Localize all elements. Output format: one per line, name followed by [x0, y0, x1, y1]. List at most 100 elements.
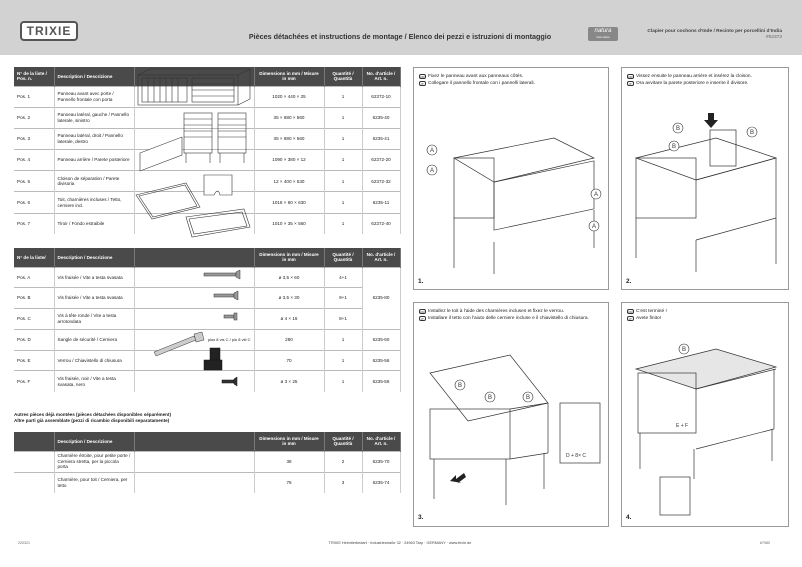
label-b-2: B — [488, 395, 492, 401]
cell-qty: 1 — [324, 149, 363, 171]
label-b-2: B — [672, 144, 676, 150]
label-b-1: B — [676, 126, 680, 132]
divider-drawing — [203, 174, 233, 196]
cell-pos: Pos. C — [14, 308, 55, 330]
cell-dim: 280 — [254, 328, 325, 351]
cell-art: 62372-20 — [362, 149, 401, 171]
col-pos — [14, 432, 55, 451]
col-desc: Description / Descrizione — [54, 248, 135, 267]
cell-desc: Verrou / Chiavistello di chiusura — [54, 349, 135, 371]
step-1-illustration: A A A A — [426, 137, 602, 274]
screw-marker-b — [454, 379, 534, 403]
extra-parts-note: Autres pièces déjà montées (pièces détac… — [14, 412, 172, 423]
flag-fr-icon: FR — [627, 74, 634, 79]
label-a-4: A — [592, 224, 596, 230]
cell-art: 6235-41 — [362, 127, 401, 150]
col-dim: Dimensions in mm / Misure in mm — [254, 432, 325, 451]
col-pos: N° de la liste / Pos. n. — [14, 67, 55, 86]
cell-pos — [14, 450, 55, 472]
cell-qty: 1 — [324, 349, 363, 371]
flag-it-icon: IT — [627, 81, 634, 86]
cell-desc: Vis fraisée / Vite a testa svasata — [54, 266, 135, 288]
cell-qty: 1 — [324, 328, 363, 351]
step-number: 4. — [626, 514, 632, 521]
roof-drawing — [135, 182, 201, 220]
col-pos: N° de la liste/ — [14, 248, 55, 267]
col-dim: Dimensions in mm / Misure in mm — [254, 248, 325, 267]
cell-desc: Panneau avant avec porte / Pannello fron… — [54, 85, 135, 108]
step-4-illustration: E + F B — [634, 343, 778, 516]
cell-art: 6235-74 — [362, 471, 401, 493]
cell-img — [134, 287, 255, 309]
cell-qty: 1 — [324, 212, 363, 235]
cell-pos: Pos. 2 — [14, 106, 55, 129]
step-number: 1. — [418, 278, 424, 285]
cell-art: 62372-32 — [362, 170, 401, 192]
cell-qty: 1 — [324, 191, 363, 214]
cell-dim: ø 3,5 × 60 — [254, 266, 325, 288]
natura-logo: natura trixie natura — [588, 27, 618, 41]
flag-fr-icon: FR — [419, 74, 426, 79]
screw-c-drawing — [223, 312, 238, 321]
col-dim: Dimensions in mm / Misure in mm — [254, 67, 325, 86]
back-panel-drawing — [139, 136, 183, 172]
cell-pos: Pos. A — [14, 266, 55, 288]
footer-address: TRIXIE Heimtierbedarf · Industriestraße … — [328, 541, 472, 545]
step-number: 2. — [626, 278, 632, 285]
page-header: TRIXIE Pièces détachées et instructions … — [0, 0, 802, 55]
col-art: No. d'article / Art. n. — [362, 67, 401, 86]
cell-dim: 12 × 400 × 530 — [254, 170, 325, 192]
cell-pos: Pos. B — [14, 287, 55, 309]
col-qty: Quantité / Quantità — [324, 248, 363, 267]
label-b-3: B — [750, 130, 754, 136]
parts-table-spare: Description / Descrizione Dimensions in … — [14, 432, 401, 493]
arrow-down-icon — [704, 113, 718, 128]
cell-art: 6235-56 — [362, 370, 401, 392]
cell-qty: 1 — [324, 170, 363, 192]
parts-table-hardware: N° de la liste/ Description / Descrizion… — [14, 248, 401, 392]
step-2-illustration: B B B — [634, 113, 778, 272]
col-qty: Quantité / Quantità — [324, 432, 363, 451]
cell-pos — [14, 471, 55, 493]
flag-fr-icon: FR — [419, 309, 426, 314]
col-img — [134, 432, 255, 451]
cell-desc: Vis à tête ronde / Vite a testa arrotond… — [54, 308, 135, 330]
cell-qty: 2 — [324, 450, 363, 472]
cell-img — [134, 106, 255, 129]
screw-b-drawing — [213, 290, 239, 301]
drawer-drawing — [185, 208, 251, 238]
cell-img — [134, 212, 255, 235]
cell-pos: Pos. 5 — [14, 170, 55, 192]
cell-img — [134, 266, 255, 288]
label-a-3: A — [594, 192, 598, 198]
cell-art: 6235-11 — [362, 191, 401, 214]
cell-desc: Toit, charnières incluses / Tetto, cerni… — [54, 191, 135, 214]
cell-qty: 1 — [324, 370, 363, 392]
cell-desc: Vis fraisée / Vite a testa svasata — [54, 287, 135, 309]
cell-qty: 1 — [324, 127, 363, 150]
page-title: Pièces détachées et instructions de mont… — [248, 32, 552, 41]
cell-img — [134, 349, 255, 371]
footer-page-id: 87980 — [760, 541, 770, 545]
product-info: Clapier pour cochons d’Inde / Recinto pe… — [647, 29, 782, 40]
latch-drawing — [203, 347, 223, 371]
cell-img — [134, 191, 255, 214]
table-row: Charnière étroite, pour petite porte / C… — [14, 450, 401, 472]
cell-desc: Panneau latéral, gauche / Pannello later… — [54, 106, 135, 129]
cell-img — [134, 370, 255, 392]
label-b-1: B — [458, 383, 462, 389]
cell-pos: Pos. 1 — [14, 85, 55, 108]
label-b-1: B — [682, 347, 686, 353]
cell-qty: 9+1 — [324, 287, 363, 309]
cell-desc: Tiroir / Fondo estraibile — [54, 212, 135, 235]
